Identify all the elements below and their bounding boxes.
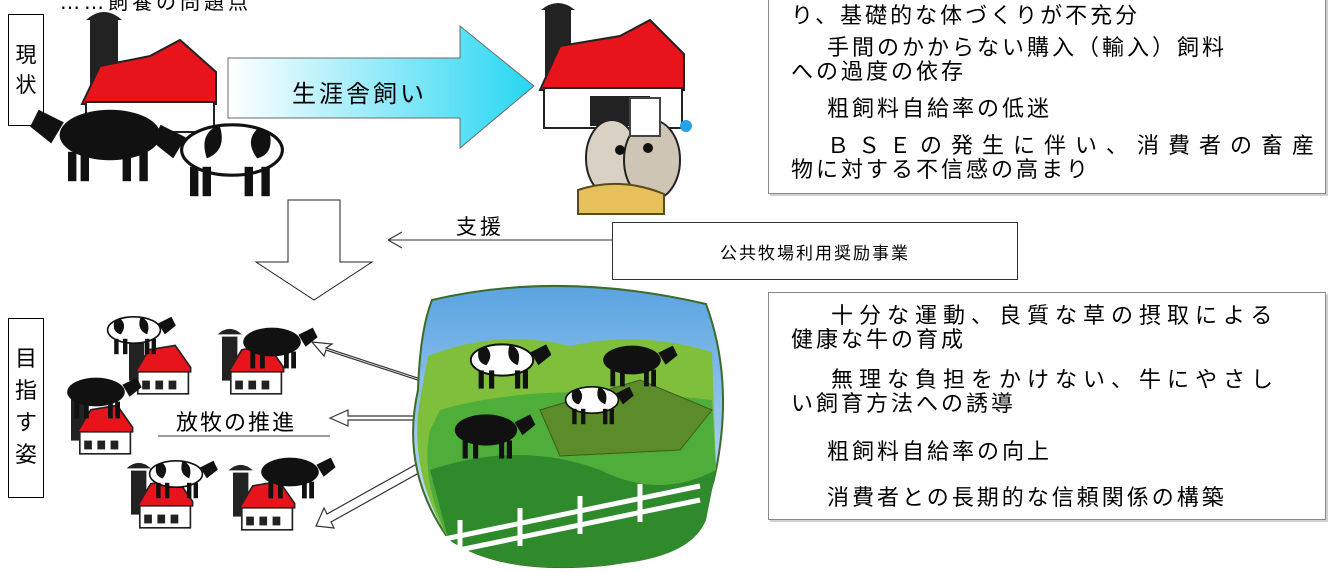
target-label-char: す [14,411,37,436]
target-label-char: 目 [14,347,37,373]
farm-barn-illustration [80,12,217,133]
goal-line: い飼育方法への誘導 [791,392,1017,417]
target-label-char: 姿 [14,442,37,468]
pasture-link-arrows [310,341,458,529]
confinement-label: 生涯舎飼い [292,80,427,108]
goal-line: 十分な運動、良質な草の摂取による [831,304,1279,329]
pasture-landscape-illustration [412,284,724,569]
problems-box: り、基礎的な体づくりが不充分 手間のかからない購入（輸入）飼料 への過度の依存 … [768,0,1326,194]
current-label-char: 状 [15,73,37,97]
target-state-label: 目 指 す 姿 [8,318,44,498]
support-label: 支援 [456,215,504,239]
problem-line: 物に対する不信感の高まり [791,158,1092,183]
problem-line: への過度の依存 [791,60,967,85]
current-label-char: 現 [15,42,37,67]
problem-line: 粗飼料自給率の低迷 [827,97,1053,122]
grazing-label: 放牧の推進 [176,411,297,436]
problem-line: 手間のかからない購入（輸入）飼料 [827,36,1228,61]
program-label: 公共牧場利用奨励事業 [720,243,910,264]
goal-line: 粗飼料自給率の向上 [827,440,1053,465]
down-arrow [254,199,374,301]
problem-line: り、基礎的な体づくりが不充分 [791,4,1141,29]
partial-header: ……飼養の問題点 [60,0,252,14]
goals-box: 十分な運動、良質な草の摂取による 健康な牛の育成 無理な負担をかけない、牛にやさ… [768,292,1326,520]
indoor-barn-illustration [538,3,685,129]
goal-line: 無理な負担をかけない、牛にやさし [831,368,1280,393]
current-state-label: 現 状 [8,14,44,126]
goal-line: 健康な牛の育成 [791,328,967,353]
black-cow-illustration [30,109,161,182]
problem-line: ＢＳＥの発生に伴い、消費者の畜産 [827,134,1324,159]
program-box: 公共牧場利用奨励事業 [612,222,1018,280]
target-label-char: 指 [14,379,37,405]
holstein-cow-illustration [150,123,284,198]
confinement-arrow [227,24,535,150]
barn-cows-illustration [577,97,692,215]
goal-line: 消費者との長期的な信頼関係の構築 [827,486,1227,511]
